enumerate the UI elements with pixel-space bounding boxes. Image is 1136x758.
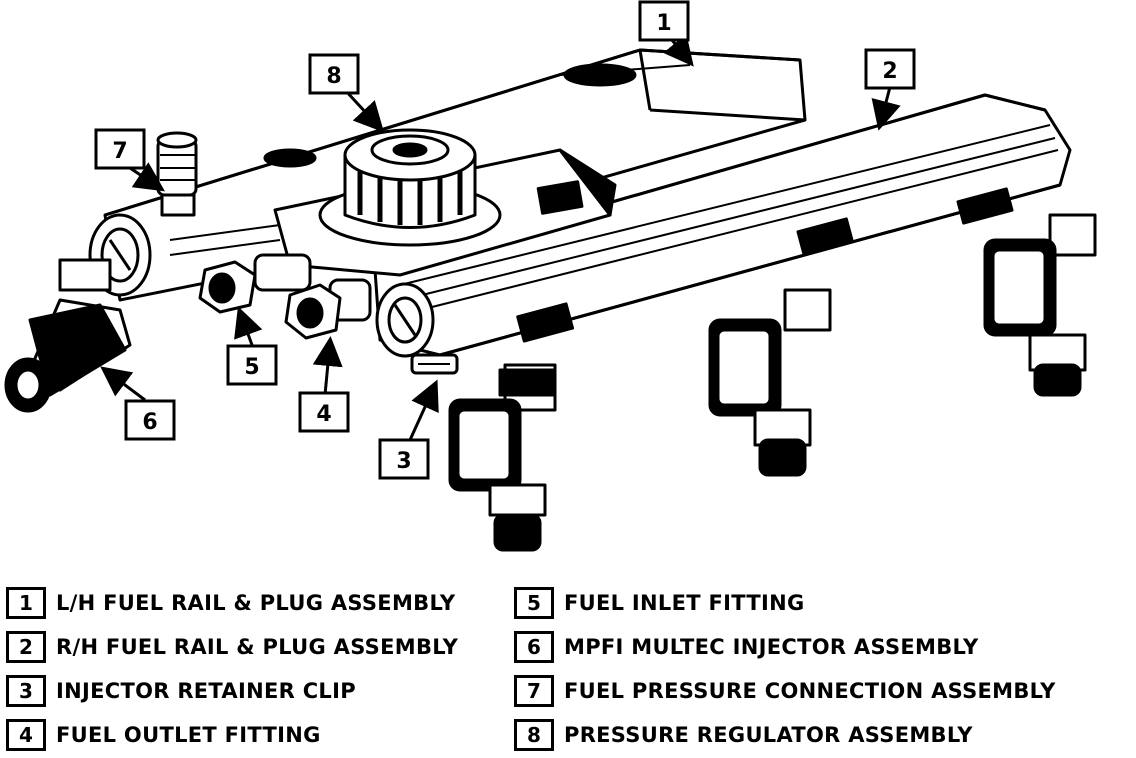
legend-label: L/H FUEL RAIL & PLUG ASSEMBLY <box>56 591 456 615</box>
callout-3: 3 <box>378 438 430 480</box>
legend-label: MPFI MULTEC INJECTOR ASSEMBLY <box>564 635 979 659</box>
legend-label: FUEL PRESSURE CONNECTION ASSEMBLY <box>564 679 1056 703</box>
injector-front <box>448 363 557 552</box>
callout-4: 4 <box>298 391 350 433</box>
legend-item: 7 FUEL PRESSURE CONNECTION ASSEMBLY <box>514 672 1056 710</box>
legend-number: 4 <box>6 719 46 751</box>
legend-label: R/H FUEL RAIL & PLUG ASSEMBLY <box>56 635 459 659</box>
legend-label: FUEL OUTLET FITTING <box>56 723 321 747</box>
svg-text:3: 3 <box>396 449 411 474</box>
legend-item: 4 FUEL OUTLET FITTING <box>6 716 321 754</box>
parts-legend: 1 L/H FUEL RAIL & PLUG ASSEMBLY 2 R/H FU… <box>0 578 1136 758</box>
svg-text:1: 1 <box>656 11 671 36</box>
injector-retainer-clip <box>410 353 459 375</box>
legend-number: 5 <box>514 587 554 619</box>
callout-7: 7 <box>94 128 146 170</box>
fuel-inlet-fitting <box>198 253 312 314</box>
legend-label: INJECTOR RETAINER CLIP <box>56 679 356 703</box>
injector-right <box>983 213 1097 397</box>
rh-rail-end-plug <box>375 282 435 358</box>
legend-item: 2 R/H FUEL RAIL & PLUG ASSEMBLY <box>6 628 458 666</box>
legend-label: PRESSURE REGULATOR ASSEMBLY <box>564 723 973 747</box>
pressure-regulator <box>318 128 502 247</box>
fuel-pressure-connection <box>156 131 198 217</box>
legend-item: 3 INJECTOR RETAINER CLIP <box>6 672 356 710</box>
legend-item: 8 PRESSURE REGULATOR ASSEMBLY <box>514 716 973 754</box>
callout-2: 2 <box>864 48 916 90</box>
injector-left <box>4 258 132 413</box>
legend-item: 5 FUEL INLET FITTING <box>514 584 805 622</box>
leader-lines <box>100 33 901 441</box>
legend-number: 2 <box>6 631 46 663</box>
callout-5: 5 <box>226 344 278 386</box>
legend-item: 1 L/H FUEL RAIL & PLUG ASSEMBLY <box>6 584 455 622</box>
fuel-rail-illustration: 1 2 3 4 5 6 7 8 <box>4 0 1097 552</box>
svg-text:8: 8 <box>326 64 341 89</box>
callout-1: 1 <box>638 0 690 42</box>
svg-text:2: 2 <box>882 59 897 84</box>
legend-number: 8 <box>514 719 554 751</box>
legend-number: 3 <box>6 675 46 707</box>
legend-number: 6 <box>514 631 554 663</box>
injector-middle <box>708 288 832 477</box>
svg-text:7: 7 <box>112 139 127 164</box>
legend-number: 1 <box>6 587 46 619</box>
legend-item: 6 MPFI MULTEC INJECTOR ASSEMBLY <box>514 628 978 666</box>
rh-fuel-rail <box>373 93 1072 357</box>
svg-text:6: 6 <box>142 410 157 435</box>
legend-number: 7 <box>514 675 554 707</box>
legend-label: FUEL INLET FITTING <box>564 591 805 615</box>
svg-text:5: 5 <box>244 355 259 380</box>
callout-8: 8 <box>308 53 360 95</box>
fuel-outlet-fitting <box>284 278 372 340</box>
callout-6: 6 <box>124 399 176 441</box>
svg-text:4: 4 <box>316 402 331 427</box>
